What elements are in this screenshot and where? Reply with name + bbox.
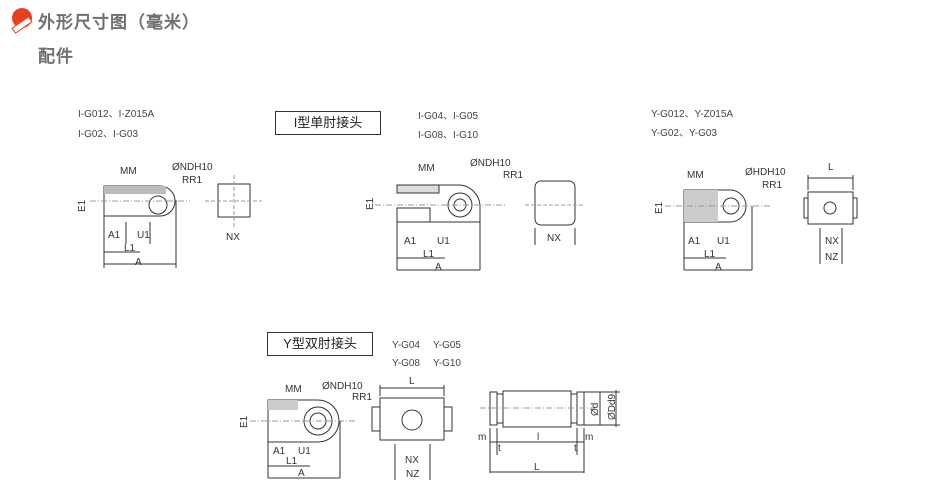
label-rr1: RR1 — [182, 175, 203, 186]
label-hole: ØNDH10 — [322, 381, 363, 392]
section-subtitle: 配件 — [38, 47, 74, 66]
label-rr1: RR1 — [762, 180, 783, 191]
label-l1: L1 — [286, 456, 298, 467]
label-t-right: t — [574, 443, 577, 454]
model-list: I-G02、I-G03 — [78, 129, 139, 140]
model-list: I-G012、I-Z015A — [78, 109, 155, 120]
label-a1: A1 — [273, 446, 286, 457]
drawing-y-large — [250, 385, 453, 480]
label-u1: U1 — [717, 236, 730, 247]
label-nx: NX — [547, 233, 561, 244]
model-list: I-G04、I-G05 — [418, 111, 479, 122]
label-dd9: ØDd9 — [607, 393, 618, 420]
model-list: Y-G08 — [392, 358, 420, 369]
label-hole: ØNDH10 — [172, 162, 213, 173]
label-l1: L1 — [704, 249, 716, 260]
model-list: Y-G04 — [392, 340, 420, 351]
label-a: A — [298, 468, 305, 479]
label-e1: E1 — [239, 415, 250, 428]
label-a1: A1 — [108, 230, 121, 241]
label-a: A — [135, 257, 142, 268]
drawing-y-small — [665, 175, 858, 271]
label-nx: NX — [226, 232, 240, 243]
label-a1: A1 — [404, 236, 417, 247]
label-u1: U1 — [137, 230, 150, 241]
label-mm: MM — [687, 170, 704, 181]
section-label-y: Y型双肘接头 — [267, 332, 373, 356]
label-e1: E1 — [654, 201, 665, 214]
label-l: L — [409, 376, 415, 387]
label-m-left: m — [478, 432, 487, 443]
label-mm: MM — [418, 163, 435, 174]
label-mm: MM — [285, 384, 302, 395]
label-e1: E1 — [365, 197, 376, 210]
drawing-pin — [480, 390, 620, 473]
label-l: L — [828, 162, 834, 173]
model-list: Y-G10 — [433, 358, 461, 369]
label-nx: NX — [405, 455, 419, 466]
label-a1: A1 — [688, 236, 701, 247]
label-hole: ØNDH10 — [470, 158, 511, 169]
section-label-i: I型单肘接头 — [275, 111, 381, 135]
label-e1: E1 — [77, 199, 88, 212]
label-rr1: RR1 — [352, 392, 373, 403]
label-nx: NX — [825, 236, 839, 247]
label-a: A — [435, 262, 442, 273]
label-mm: MM — [120, 166, 137, 177]
label-t-left: t — [498, 443, 501, 454]
model-list: Y-G02、Y-G03 — [651, 128, 717, 139]
model-list: Y-G05 — [433, 340, 461, 351]
label-l1: L1 — [423, 249, 435, 260]
label-l1: L1 — [124, 243, 136, 254]
label-l: l — [537, 432, 540, 443]
label-nz: NZ — [825, 252, 839, 263]
page-title: 外形尺寸图（毫米） — [38, 13, 200, 32]
label-a: A — [715, 262, 722, 273]
label-u1: U1 — [437, 236, 450, 247]
model-list: Y-G012、Y-Z015A — [651, 109, 734, 120]
drawing-i-small — [90, 175, 262, 268]
label-rr1: RR1 — [503, 170, 524, 181]
label-d: Ød — [590, 402, 601, 416]
drawing-i-large — [375, 180, 585, 271]
label-nz: NZ — [406, 469, 420, 480]
label-hole: ØHDH10 — [745, 167, 786, 178]
label-m-right: m — [585, 432, 594, 443]
label-total-length: L — [534, 462, 540, 473]
label-u1: U1 — [298, 446, 311, 457]
logo-icon — [11, 8, 33, 34]
model-list: I-G08、I-G10 — [418, 130, 479, 141]
